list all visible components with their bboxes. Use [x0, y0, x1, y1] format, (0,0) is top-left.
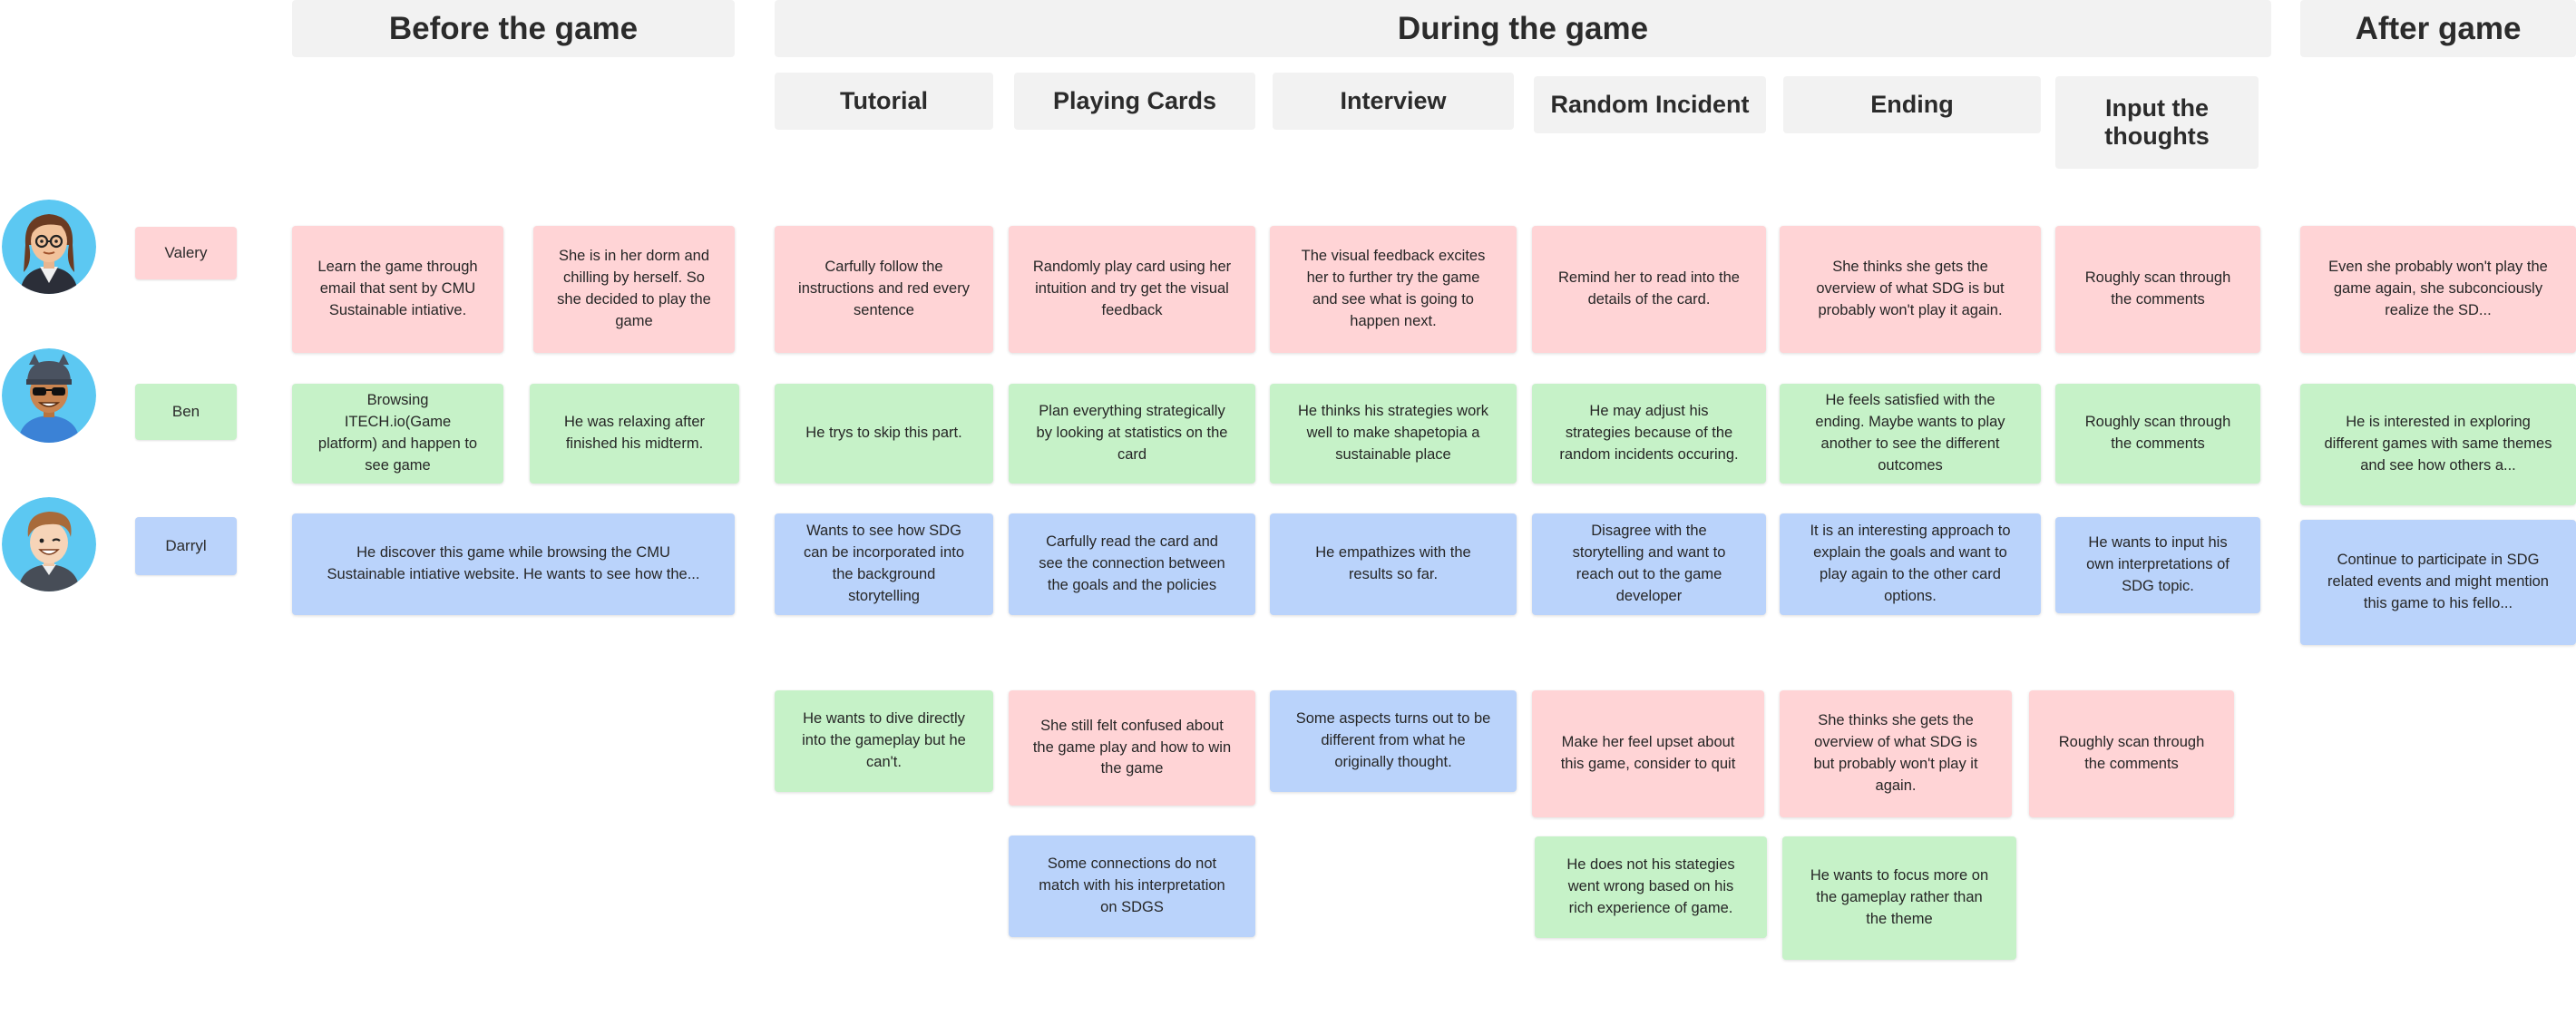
note-ben-interview: He thinks his strategies work well to ma… [1270, 384, 1517, 484]
note-valery-before-2: She is in her dorm and chilling by herse… [533, 226, 735, 353]
note-darryl-playing-cards: Carfully read the card and see the conne… [1009, 513, 1255, 615]
note-ben-ending: He feels satisfied with the ending. Mayb… [1780, 384, 2041, 484]
pain-note-tutorial-ben: He wants to dive directly into the gamep… [775, 690, 993, 792]
note-ben-input-thoughts: Roughly scan through the comments [2055, 384, 2260, 484]
persona-tag-valery: Valery [135, 227, 237, 279]
note-valery-interview: The visual feedback excites her to furth… [1270, 226, 1517, 353]
note-ben-before-2: He was relaxing after finished his midte… [530, 384, 739, 484]
pain-note-playing-cards-valery: She still felt confused about the game p… [1009, 690, 1255, 806]
stage-header-random-incident: Random Incident [1534, 76, 1766, 133]
note-ben-after: He is interested in exploring different … [2300, 384, 2576, 505]
note-valery-input-thoughts: Roughly scan through the comments [2055, 226, 2260, 353]
stage-header-interview: Interview [1273, 73, 1514, 130]
note-valery-ending: She thinks she gets the overview of what… [1780, 226, 2041, 353]
stage-header-playing-cards: Playing Cards [1014, 73, 1255, 130]
note-valery-after: Even she probably won't play the game ag… [2300, 226, 2576, 353]
pain-note-random-incident-valery: Make her feel upset about this game, con… [1532, 690, 1764, 817]
note-darryl-interview: He empathizes with the results so far. [1270, 513, 1517, 615]
pain-note-input-thoughts-valery: Roughly scan through the comments [2029, 690, 2234, 817]
note-valery-tutorial: Carfully follow the instructions and red… [775, 226, 993, 353]
note-ben-before-1: Browsing ITECH.io(Game platform) and hap… [292, 384, 503, 484]
note-darryl-input-thoughts: He wants to input his own interpretation… [2055, 517, 2260, 613]
phase-header-after: After game [2300, 0, 2576, 57]
stage-header-tutorial: Tutorial [775, 73, 993, 130]
man-sunglasses-cap-avatar-icon [2, 348, 96, 443]
note-darryl-after: Continue to participate in SDG related e… [2300, 520, 2576, 645]
pain-note-ending-ben: He wants to focus more on the gameplay r… [1782, 836, 2016, 960]
man-winking-avatar-icon [2, 497, 96, 591]
pain-note-random-incident-ben: He does not his stategies went wrong bas… [1535, 836, 1767, 938]
note-darryl-before: He discover this game while browsing the… [292, 513, 735, 615]
phase-header-before: Before the game [292, 0, 735, 57]
pain-note-playing-cards-darryl: Some connections do not match with his i… [1009, 836, 1255, 937]
note-darryl-random-incident: Disagree with the storytelling and want … [1532, 513, 1766, 615]
phase-header-during: During the game [775, 0, 2271, 57]
persona-tag-ben: Ben [135, 384, 237, 440]
note-valery-random-incident: Remind her to read into the details of t… [1532, 226, 1766, 353]
note-valery-before-1: Learn the game through email that sent b… [292, 226, 503, 353]
pain-note-interview-darryl: Some aspects turns out to be different f… [1270, 690, 1517, 792]
pain-note-ending-valery: She thinks she gets the overview of what… [1780, 690, 2012, 817]
note-ben-tutorial: He trys to skip this part. [775, 384, 993, 484]
note-ben-random-incident: He may adjust his strategies because of … [1532, 384, 1766, 484]
note-darryl-tutorial: Wants to see how SDG can be incorporated… [775, 513, 993, 615]
stage-header-input-thoughts: Input the thoughts [2055, 76, 2259, 169]
note-ben-playing-cards: Plan everything strategically by looking… [1009, 384, 1255, 484]
persona-tag-darryl: Darryl [135, 517, 237, 575]
note-darryl-ending: It is an interesting approach to explain… [1780, 513, 2041, 615]
stage-header-ending: Ending [1783, 76, 2041, 133]
note-valery-playing-cards: Randomly play card using her intuition a… [1009, 226, 1255, 353]
woman-glasses-avatar-icon [2, 200, 96, 294]
